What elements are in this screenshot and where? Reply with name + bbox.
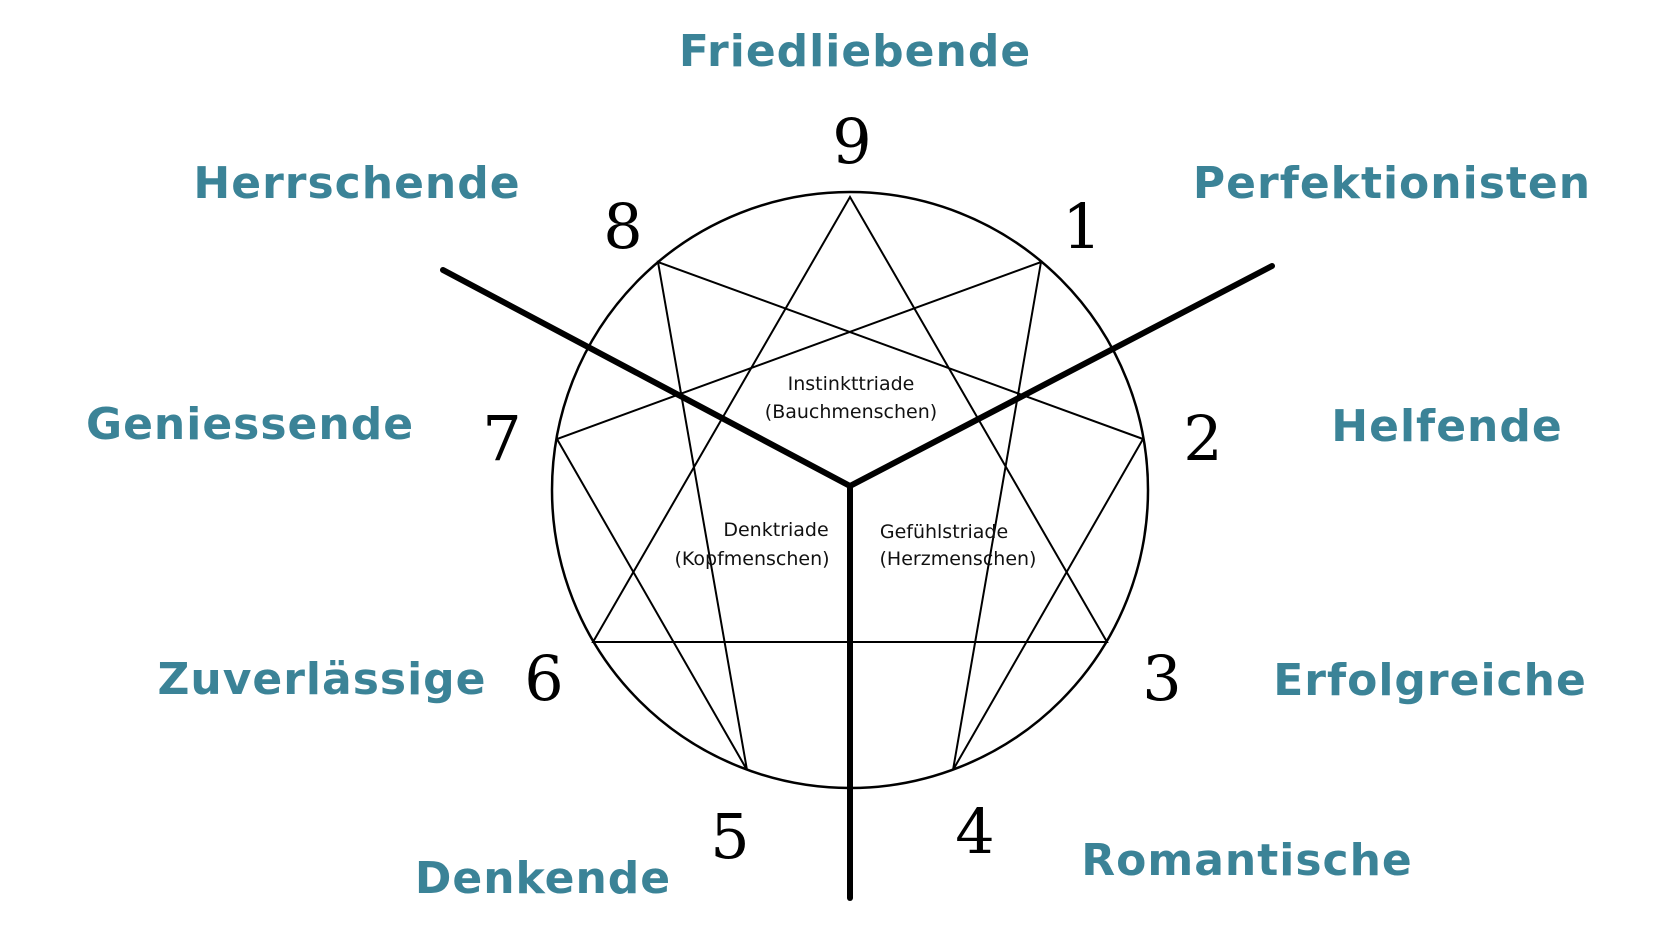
point-number-9: 9 [832,105,871,178]
triad-feeling-sub: (Herzmenschen) [880,548,1037,570]
point-number-1: 1 [1062,190,1101,263]
type-name-6: Zuverlässige [157,654,486,705]
type-name-7: Geniessende [86,399,414,450]
triad-divider-left [440,267,853,489]
type-name-5: Denkende [415,853,671,904]
type-name-8: Herrschende [193,158,520,209]
type-name-3: Erfolgreiche [1273,655,1587,706]
hexad-1-4-2-8-5-7 [555,260,1145,771]
type-name-4: Romantische [1081,835,1413,886]
point-number-7: 7 [482,402,521,475]
triad-divider-right [847,263,1275,489]
point-number-4: 4 [955,795,994,868]
point-number-6: 6 [524,642,563,715]
triad-feeling-name: Gefühlstriade [880,521,1008,543]
triad-instinct-sub: (Bauchmenschen) [765,401,937,423]
point-number-5: 5 [710,800,749,873]
type-name-1: Perfektionisten [1193,158,1591,209]
type-name-9: Friedliebende [679,26,1031,77]
type-name-2: Helfende [1331,401,1562,452]
point-number-3: 3 [1142,642,1181,715]
point-number-2: 2 [1183,402,1222,475]
triad-thinking-name: Denktriade [723,519,828,541]
triad-thinking-sub: (Kopfmenschen) [674,548,829,570]
triad-instinct-name: Instinkttriade [788,373,915,395]
point-number-8: 8 [603,190,642,263]
